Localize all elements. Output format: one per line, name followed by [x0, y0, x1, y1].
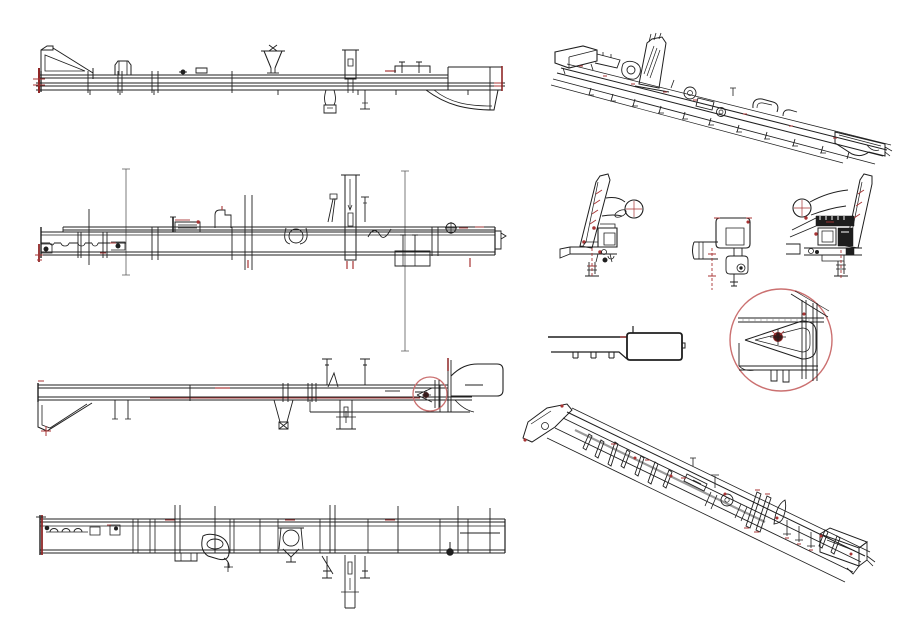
detail-view-center-bracket	[692, 212, 768, 292]
detail-view-left-bracket	[558, 170, 666, 292]
side-view-d	[28, 498, 512, 613]
magnified-detail-circle	[725, 286, 837, 396]
side-view-b	[28, 165, 512, 355]
detail-view-right-bracket	[786, 170, 880, 292]
isometric-view-top	[543, 30, 895, 170]
isometric-view-bottom	[515, 396, 895, 606]
side-view-a	[28, 35, 512, 120]
side-view-c	[28, 355, 512, 467]
end-part-side-view	[543, 315, 693, 373]
